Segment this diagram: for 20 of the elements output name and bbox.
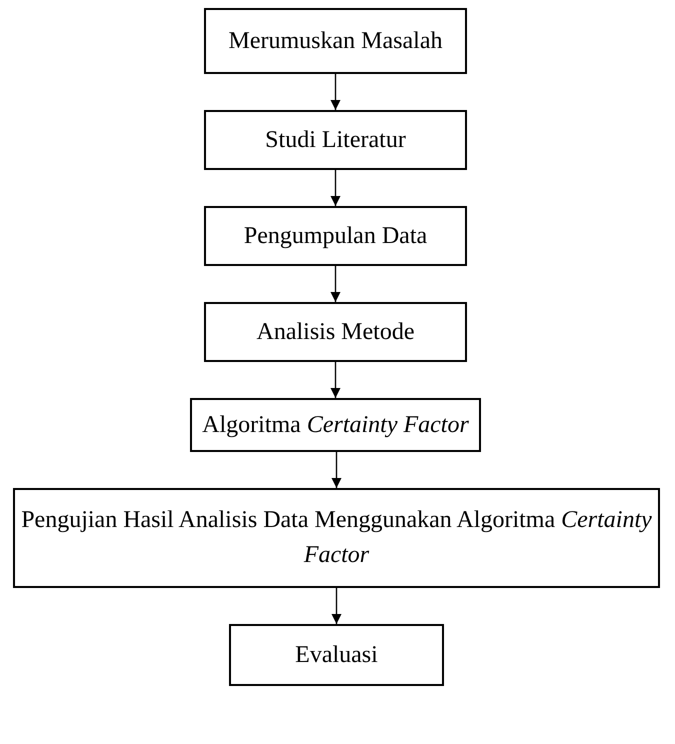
arrow: [332, 588, 342, 624]
process-box: [190, 398, 481, 452]
arrow: [330, 74, 340, 110]
process-box: [204, 110, 467, 170]
arrow: [330, 266, 340, 302]
process-box: [13, 488, 660, 588]
box-label: Pengumpulan Data: [242, 222, 428, 251]
box-label: Studi Literatur: [264, 126, 407, 155]
box-label: Evaluasi: [294, 640, 379, 670]
box-label: Algoritma Certainty Factor: [201, 410, 470, 440]
process-box: [204, 302, 467, 362]
arrow: [330, 170, 340, 206]
arrow: [332, 452, 342, 488]
box-label: Merumuskan Masalah: [228, 26, 444, 56]
box-label: Pengujian Hasil Analisis Data Menggunakan Algoritma Certainty Factor: [20, 506, 653, 570]
process-box: [229, 624, 444, 686]
process-box: [204, 206, 467, 266]
box-label: Analisis Metode: [256, 318, 416, 347]
arrow: [330, 362, 340, 398]
process-box: [204, 8, 467, 74]
